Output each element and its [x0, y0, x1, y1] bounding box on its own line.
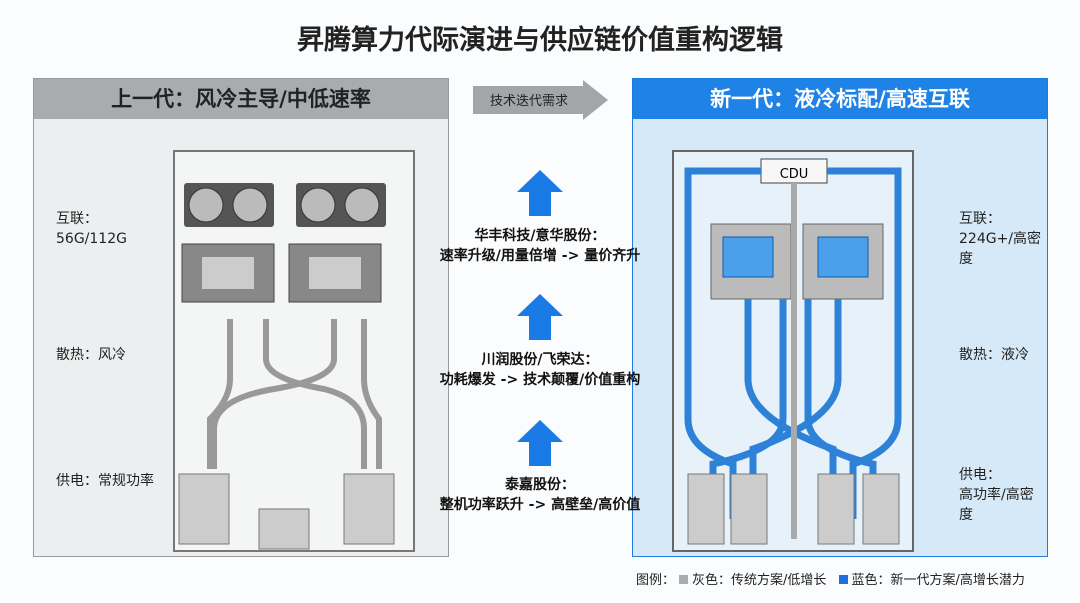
page-title: 昇腾算力代际演进与供应链价值重构逻辑: [297, 25, 783, 56]
new-generation-panel: 新一代：液冷标配/高速互联 CDU 互联： 224G+/高密度 散热：液冷 供电…: [632, 78, 1048, 557]
interconnect-value: 224G+/高密度: [959, 231, 1042, 267]
interconnect-label: 互联：: [959, 211, 1001, 227]
blue-swatch: [838, 575, 848, 584]
up-arrow-icon: [517, 420, 563, 466]
cooling-label: 散热：风冷: [56, 347, 126, 363]
driver-item: 川润股份/飞荣达：功耗爆发 -> 技术颠覆/价值重构: [439, 352, 641, 388]
upward-arrows: [517, 170, 563, 466]
up-arrow-icon: [517, 294, 563, 340]
power-label: 供电：常规功率: [56, 473, 154, 489]
interconnect-label: 互联：: [56, 211, 98, 227]
cooling-label: 散热：液冷: [959, 347, 1029, 363]
power-value: 高功率/高密度: [959, 487, 1034, 523]
driver-item: 华丰科技/意华股份：速率升级/用量倍增 -> 量价齐升: [439, 228, 641, 264]
liquid-cooled-rack-illustration: [672, 150, 914, 552]
gray-swatch: [679, 575, 689, 584]
cdu-label: CDU: [779, 167, 809, 182]
air-cooled-rack-illustration: [173, 150, 415, 552]
power-label: 供电：: [959, 467, 1001, 483]
previous-generation-panel: 上一代：风冷主导/中低速率 互联： 56G/112G 散热：风冷 供电：常规功率: [33, 78, 449, 557]
driver-item: 泰嘉股份：整机功率跃升 -> 高壁垒/高价值: [439, 477, 641, 513]
previous-generation-header: 上一代：风冷主导/中低速率: [34, 79, 448, 119]
legend: 图例：灰色：传统方案/低增长 蓝色：新一代方案/高增长潜力: [636, 573, 1025, 588]
new-generation-header: 新一代：液冷标配/高速互联: [633, 79, 1047, 119]
up-arrow-icon: [517, 170, 563, 216]
interconnect-value: 56G/112G: [56, 231, 127, 247]
